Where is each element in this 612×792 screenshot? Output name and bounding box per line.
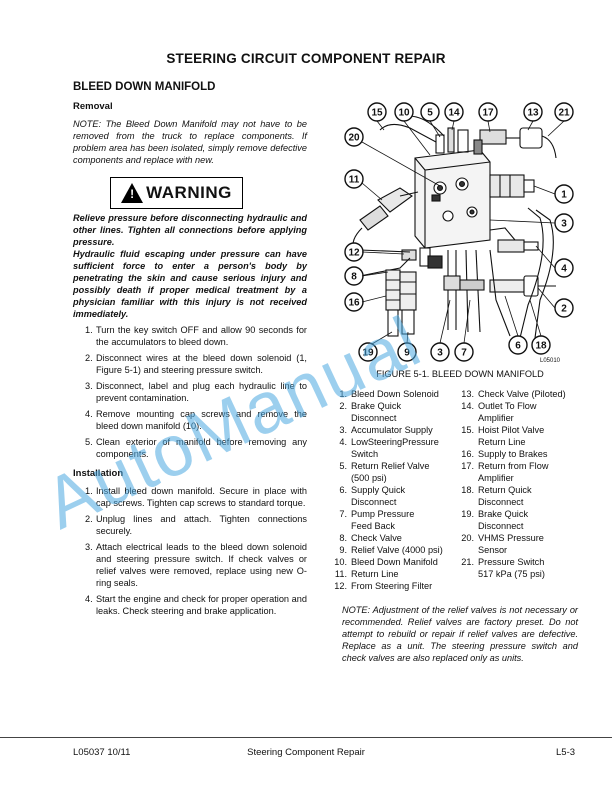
legend-item: 9.Relief Valve (4000 psi)	[339, 545, 443, 555]
svg-text:20: 20	[348, 133, 360, 144]
svg-text:18: 18	[535, 341, 547, 352]
svg-text:16: 16	[348, 298, 360, 309]
legend-item: 3.Accumulator Supply	[339, 425, 433, 435]
section-title: BLEED DOWN MANIFOLD	[73, 81, 216, 93]
callout-11: 11	[344, 169, 364, 189]
legend-item: 5.Return Relief Valve(500 psi)	[339, 461, 430, 483]
callout-2: 2	[554, 298, 574, 318]
legend-item: 12.From Steering Filter	[334, 581, 433, 591]
list-item: 4.Remove mounting cap screws and remove …	[85, 409, 307, 431]
callout-1: 1	[554, 184, 574, 204]
callout-21: 21	[554, 102, 574, 122]
list-item: 5.Clean exterior of manifold before remo…	[85, 437, 307, 459]
svg-text:4: 4	[561, 264, 567, 275]
warning-triangle-icon: !	[121, 183, 144, 203]
figure-caption: FIGURE 5-1. BLEED DOWN MANIFOLD	[376, 369, 544, 379]
callout-20: 20	[344, 127, 364, 147]
page-title: STEERING CIRCUIT COMPONENT REPAIR	[166, 51, 446, 66]
list-item: 2.Unplug lines and attach. Tighten conne…	[85, 514, 307, 536]
list-item: 3.Disconnect, label and plug each hydrau…	[85, 381, 307, 403]
callout-19: 19	[358, 342, 378, 362]
legend-item: 13.Check Valve (Piloted)	[461, 389, 566, 399]
legend-item: 10.Bleed Down Manifold	[334, 557, 438, 567]
installation-steps: 1.Install bleed down manifold. Secure in…	[73, 485, 307, 617]
callout-16: 16	[344, 292, 364, 312]
list-item: 1.Install bleed down manifold. Secure in…	[85, 486, 307, 508]
callout-7: 7	[454, 342, 474, 362]
callout-15: 15	[367, 102, 387, 122]
list-item: 1.Turn the key switch OFF and allow 90 s…	[85, 325, 307, 347]
list-item: 4.Start the engine and check for proper …	[85, 594, 307, 616]
legend-right: 13.Check Valve (Piloted) 14.Outlet To Fl…	[460, 388, 585, 580]
callout-3b: 3	[430, 342, 450, 362]
removal-steps: 1.Turn the key switch OFF and allow 90 s…	[73, 324, 307, 460]
svg-text:13: 13	[527, 108, 539, 119]
svg-text:3: 3	[437, 348, 443, 359]
bleed-down-manifold-figure: 15 10 5 14 17 13 21 20 11 1 3 12 4 8 16 …	[344, 102, 574, 364]
warning-label: WARNING	[146, 183, 232, 202]
callout-18: 18	[531, 335, 551, 355]
installation-heading: Installation	[73, 468, 124, 479]
legend-item: 16.Supply to Brakes	[461, 449, 548, 459]
adjustment-note: NOTE: Adjustment of the relief valves is…	[342, 605, 578, 663]
callout-10: 10	[394, 102, 414, 122]
svg-text:21: 21	[558, 108, 570, 119]
callout-8: 8	[344, 266, 364, 286]
svg-text:5: 5	[427, 108, 433, 119]
removal-note: NOTE: The Bleed Down Manifold may not ha…	[73, 119, 307, 165]
legend-item: 1.Bleed Down Solenoid	[339, 389, 439, 399]
svg-text:19: 19	[362, 348, 374, 359]
svg-text:12: 12	[348, 248, 360, 259]
svg-text:9: 9	[404, 348, 410, 359]
footer-chapter: Steering Component Repair	[247, 747, 365, 758]
svg-text:17: 17	[482, 108, 494, 119]
callout-4: 4	[554, 258, 574, 278]
warning-box: ! WARNING	[110, 177, 243, 209]
figure-image-code: L05010	[540, 358, 561, 364]
svg-text:11: 11	[349, 175, 360, 186]
footer-page-number: L5-3	[556, 747, 576, 758]
svg-text:8: 8	[351, 272, 357, 283]
callout-12: 12	[344, 242, 364, 262]
legend-item: 8.Check Valve	[339, 533, 402, 543]
svg-text:7: 7	[461, 348, 467, 359]
legend-item: 11.Return Line	[334, 569, 399, 579]
callout-13: 13	[523, 102, 543, 122]
svg-text:14: 14	[448, 108, 460, 119]
callout-3: 3	[554, 213, 574, 233]
list-item: 2.Disconnect wires at the bleed down sol…	[85, 353, 307, 375]
svg-text:1: 1	[561, 190, 567, 201]
svg-text:6: 6	[515, 341, 521, 352]
callout-9: 9	[397, 342, 417, 362]
callout-5: 5	[420, 102, 440, 122]
footer-doc-code: L05037 10/11	[73, 747, 131, 758]
svg-text:10: 10	[398, 108, 410, 119]
svg-text:15: 15	[371, 108, 383, 119]
callout-6: 6	[508, 335, 528, 355]
warning-text-1: Relieve pressure before disconnecting hy…	[73, 213, 307, 247]
warning-text-2: Hydraulic fluid escaping under pressure …	[73, 249, 307, 319]
svg-text:3: 3	[561, 219, 567, 230]
footer-rule	[0, 737, 612, 738]
callout-14: 14	[444, 102, 464, 122]
removal-heading: Removal	[73, 101, 113, 112]
callout-17: 17	[478, 102, 498, 122]
svg-text:2: 2	[561, 304, 567, 315]
list-item: 3.Attach electrical leads to the bleed d…	[85, 542, 307, 588]
